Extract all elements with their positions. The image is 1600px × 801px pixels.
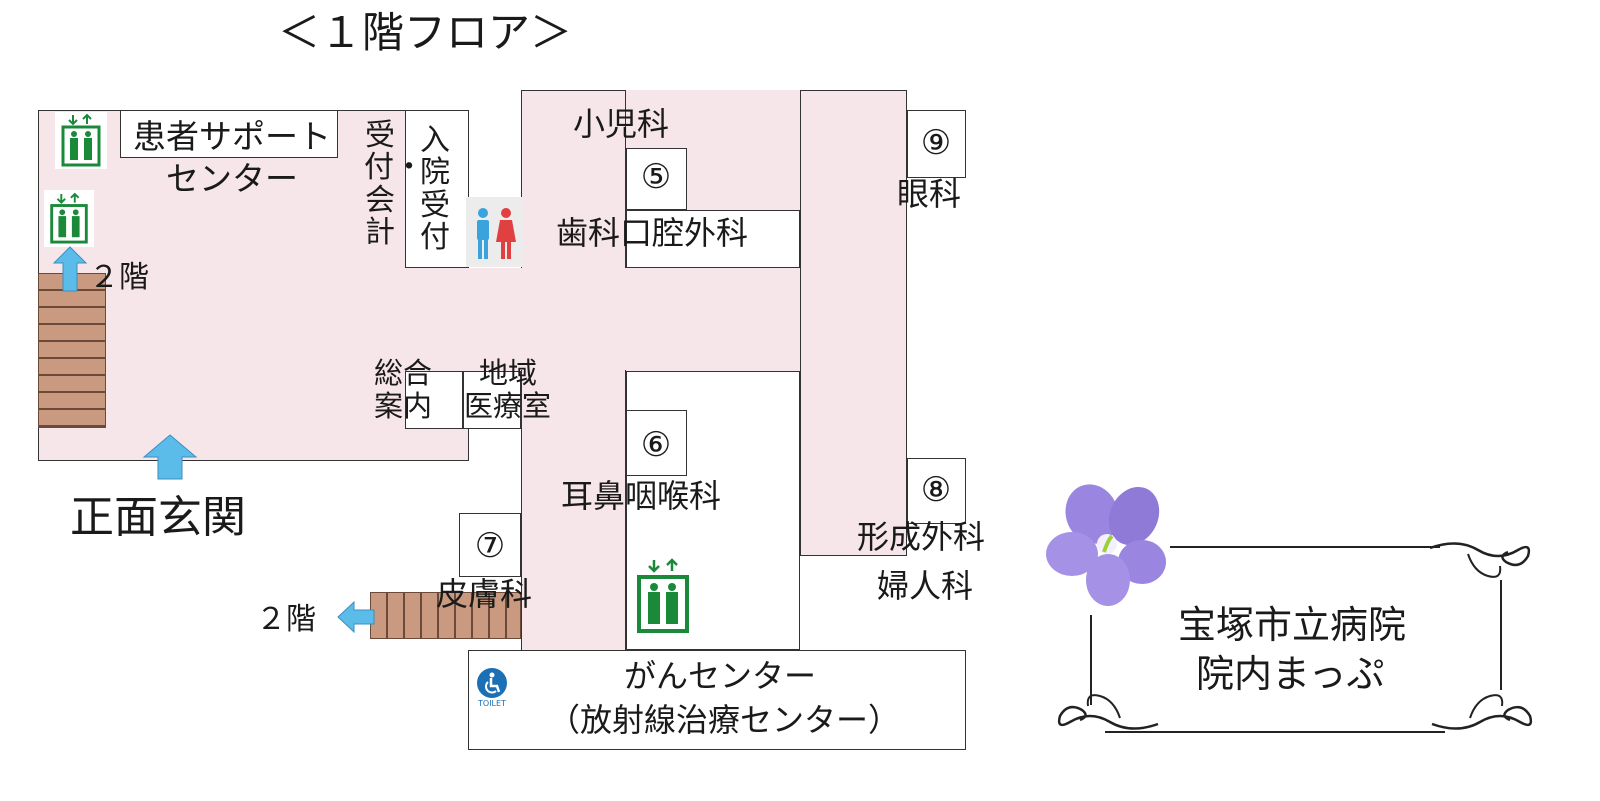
gynecology-label: 婦人科 <box>877 567 974 605</box>
room-5-box <box>626 148 687 210</box>
room-number-9: ⑨ <box>920 123 952 163</box>
frame-ornament-bottom-left <box>1052 690 1160 736</box>
regional-label-1: 地域 <box>479 356 538 390</box>
room-number-6: ⑥ <box>640 425 672 465</box>
ophthalmology-label: 眼科 <box>897 175 962 213</box>
room-8-box <box>907 458 966 524</box>
cancer-center-room <box>468 650 966 750</box>
room-number-5: ⑤ <box>640 157 672 197</box>
admission-label: 入院受付 <box>420 123 450 256</box>
plastic-surgery-label: 形成外科 <box>857 518 986 556</box>
arrow-icon <box>142 433 198 481</box>
frame-left <box>1090 615 1092 705</box>
stairs-left <box>38 273 106 428</box>
general-info-label-1: 総合 <box>374 356 433 390</box>
general-info-room <box>405 371 463 429</box>
dental-label: 歯科口腔外科 <box>556 214 749 252</box>
arrow-icon <box>336 600 376 634</box>
cancer-center-label: がんセンター <box>624 657 817 695</box>
dermatology-label: 皮膚科 <box>436 575 533 613</box>
frame-right <box>1500 580 1502 690</box>
arrow-icon <box>52 245 88 293</box>
toilet-label: TOILET <box>478 699 506 708</box>
pediatrics-label: 小児科 <box>573 105 670 143</box>
admission-room <box>405 110 469 268</box>
elevator-icon <box>44 190 94 247</box>
corridor-outline-north <box>521 90 626 268</box>
elevator-icon <box>55 112 107 169</box>
patient-support-label-2: センター <box>166 159 298 198</box>
stairs-label-bottom: ２階 <box>256 602 316 637</box>
stairs-bottom <box>370 592 521 639</box>
patient-support-label: 患者サポート <box>133 117 331 156</box>
room-7-box <box>459 513 521 577</box>
map-title-line-1: 宝塚市立病院 <box>1178 603 1407 647</box>
reception-label: 受付・会計 <box>364 118 424 251</box>
restroom-icon <box>466 197 523 267</box>
corridor-outline-east <box>800 90 907 556</box>
frame-ornament-bottom-right <box>1430 690 1538 736</box>
floor-title: ＜１階フロア＞ <box>278 8 573 57</box>
lobby-area <box>38 110 469 461</box>
room-number-8: ⑧ <box>920 470 952 510</box>
patient-support-room <box>120 110 338 158</box>
regional-label-2: 医療室 <box>464 389 552 423</box>
room-9-box <box>907 110 966 178</box>
elevator-icon <box>634 557 692 635</box>
room-6-box <box>626 410 687 476</box>
corridor-south <box>521 370 626 650</box>
entrance-label: 正面玄関 <box>70 492 246 543</box>
ent-label: 耳鼻咽喉科 <box>561 477 722 515</box>
frame-bottom <box>1105 731 1445 733</box>
corridor-outline-south <box>521 370 626 650</box>
frame-top <box>1170 546 1440 548</box>
frame-ornament-top-right <box>1428 536 1536 582</box>
regional-room <box>463 371 521 429</box>
dental-room <box>626 210 800 268</box>
general-info-label-2: 案内 <box>374 389 433 423</box>
flower-icon <box>1046 484 1166 606</box>
map-title-line-2: 院内まっぷ <box>1196 652 1385 696</box>
cancer-center-sub-label: （放射線治療センター） <box>548 701 901 739</box>
stairs-label-left: ２階 <box>89 260 149 295</box>
accessible-toilet-icon: TOILET <box>472 667 512 711</box>
room-number-7: ⑦ <box>474 526 506 566</box>
